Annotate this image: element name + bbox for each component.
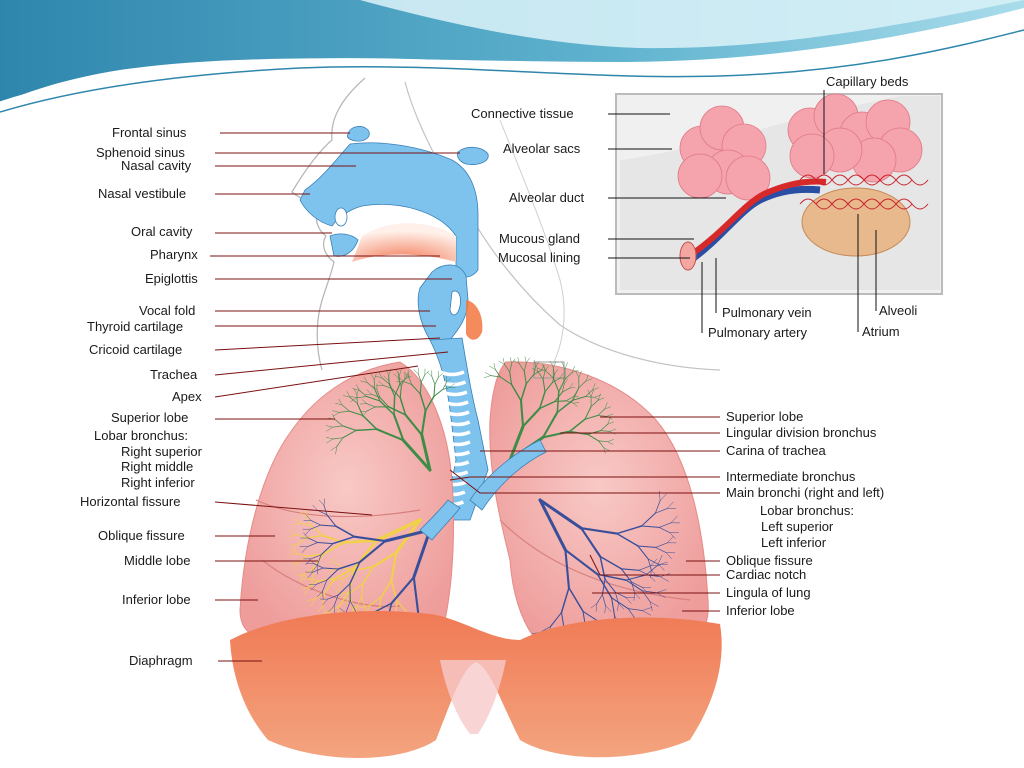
leader-main-bronchi xyxy=(449,469,720,494)
label-epiglottis: Epiglottis xyxy=(145,271,198,286)
left-lung xyxy=(489,361,709,641)
label-cardiac-notch: Cardiac notch xyxy=(726,567,806,582)
alveoli-inset xyxy=(615,93,943,295)
label-alveolar-duct: Alveolar duct xyxy=(509,190,585,205)
leader-apex xyxy=(214,365,419,398)
right-lung xyxy=(239,361,454,641)
label-capillary-beds: Capillary beds xyxy=(826,74,909,89)
leader-horizontal-fissure xyxy=(214,501,373,516)
label-trachea: Trachea xyxy=(150,367,198,382)
leader-intermediate-bronchus xyxy=(449,476,720,481)
label-mucosal-lining: Mucosal lining xyxy=(498,250,580,265)
label-sphenoid-sinus: Sphenoid sinus xyxy=(96,145,185,160)
upper-airway xyxy=(299,126,489,341)
pharynx-shape xyxy=(417,264,469,341)
label-oral-cavity: Oral cavity xyxy=(131,224,193,239)
label-atrium: Atrium xyxy=(862,324,900,339)
label-lingula-of-lung: Lingula of lung xyxy=(726,585,811,600)
label-middle-lobe: Middle lobe xyxy=(124,553,191,568)
label-thyroid-cartilage: Thyroid cartilage xyxy=(87,319,183,334)
label-mucous-gland: Mucous gland xyxy=(499,231,580,246)
slide-header-wave xyxy=(0,0,1024,113)
label-pharynx: Pharynx xyxy=(150,247,198,262)
label-inferior-lobe-right: Inferior lobe xyxy=(122,592,191,607)
esophagus-shape xyxy=(466,300,483,340)
label-left-inferior: Left inferior xyxy=(761,535,827,550)
leader-cricoid-cartilage xyxy=(214,337,441,351)
label-nasal-vestibule: Nasal vestibule xyxy=(98,186,186,201)
label-lobar-bronchus-right: Lobar bronchus: xyxy=(94,428,188,443)
label-horizontal-fissure: Horizontal fissure xyxy=(80,494,180,509)
label-inferior-lobe-left: Inferior lobe xyxy=(726,603,795,618)
leader-cardiac-notch xyxy=(589,554,720,576)
label-diaphragm: Diaphragm xyxy=(129,653,193,668)
label-intermediate-bronchus: Intermediate bronchus xyxy=(726,469,856,484)
label-alveolar-sacs: Alveolar sacs xyxy=(503,141,581,156)
label-superior-lobe-right: Superior lobe xyxy=(111,410,188,425)
label-pulmonary-vein: Pulmonary vein xyxy=(722,305,812,320)
label-apex: Apex xyxy=(172,389,202,404)
label-frontal-sinus: Frontal sinus xyxy=(112,125,187,140)
label-right-superior: Right superior xyxy=(121,444,203,459)
label-left-superior: Left superior xyxy=(761,519,834,534)
label-pulmonary-artery: Pulmonary artery xyxy=(708,325,807,340)
label-main-bronchi: Main bronchi (right and left) xyxy=(726,485,884,500)
label-alveoli: Alveoli xyxy=(879,303,917,318)
frontal-sinus-shape xyxy=(347,126,370,142)
label-carina-of-trachea: Carina of trachea xyxy=(726,443,826,458)
diaphragm-shape xyxy=(230,611,722,758)
leader-lines xyxy=(210,90,877,662)
label-lobar-bronchus-left: Lobar bronchus: xyxy=(760,503,854,518)
oral-cavity-shape xyxy=(352,223,456,262)
sphenoid-sinus-shape xyxy=(457,146,489,165)
label-right-inferior: Right inferior xyxy=(121,475,195,490)
bronchi-superior xyxy=(325,356,616,472)
inset-labels: Connective tissue Capillary bedsAlveolar … xyxy=(471,74,917,340)
label-nasal-cavity: Nasal cavity xyxy=(121,158,192,173)
label-cricoid-cartilage: Cricoid cartilage xyxy=(89,342,182,357)
inset-callout-box xyxy=(533,361,565,379)
label-right-middle: Right middle xyxy=(121,459,193,474)
leader-trachea xyxy=(214,351,449,376)
label-lingular-division-bronchus: Lingular division bronchus xyxy=(726,425,877,440)
label-connective-tissue: Connective tissue xyxy=(471,106,574,121)
label-vocal-fold: Vocal fold xyxy=(139,303,195,318)
head-profile xyxy=(291,77,721,373)
label-superior-lobe-left: Superior lobe xyxy=(726,409,803,424)
label-oblique-fissure-right: Oblique fissure xyxy=(98,528,185,543)
label-oblique-fissure-left: Oblique fissure xyxy=(726,553,813,568)
